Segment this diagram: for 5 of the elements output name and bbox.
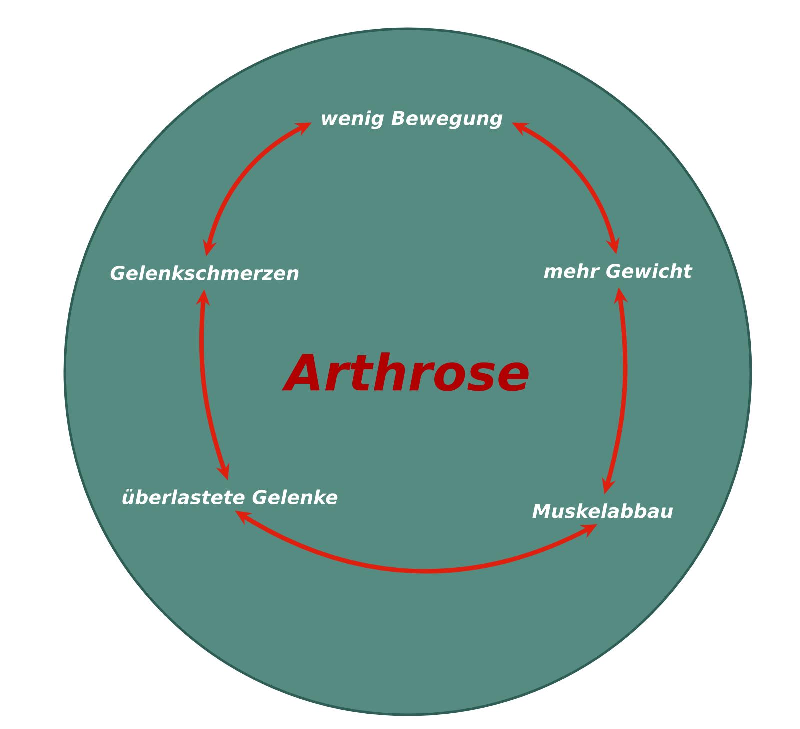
node-label: Muskelabbau <box>532 504 674 518</box>
node-label: wenig Bewegung <box>322 110 503 130</box>
node-label: überlastete Gelenke <box>122 490 338 504</box>
node-label: mehr Gewicht <box>544 264 693 278</box>
node-label: Gelenkschmerzen <box>110 266 299 280</box>
